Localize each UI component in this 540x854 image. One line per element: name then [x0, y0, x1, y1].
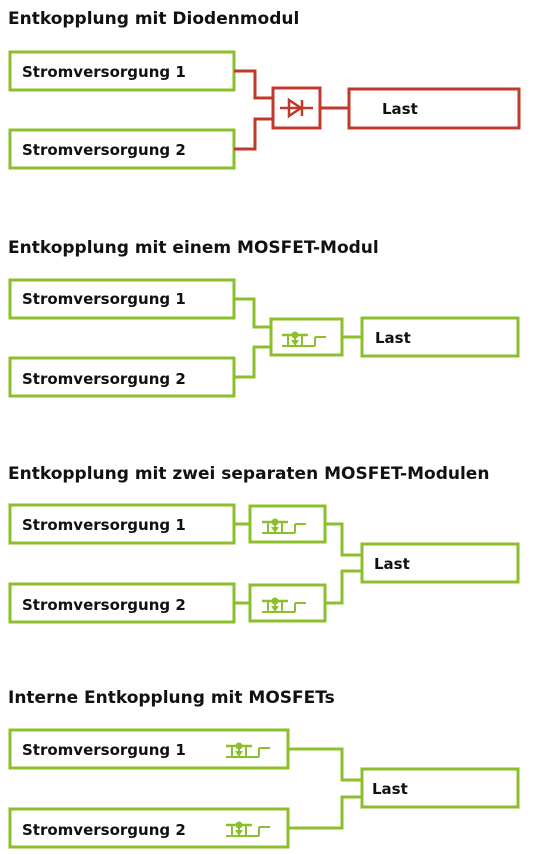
load-box — [360, 316, 520, 358]
mosfet-icon — [224, 741, 272, 759]
power-supply-1-label: Stromversorgung 1 — [22, 516, 186, 534]
mosfet-module-1-box — [248, 504, 327, 544]
connector-lines — [234, 297, 362, 379]
mosfet-module-box — [269, 317, 344, 357]
power-supply-2-label: Stromversorgung 2 — [22, 596, 186, 614]
load-label: Last — [372, 780, 408, 798]
mosfet-module-2-box — [248, 583, 327, 623]
power-supply-2-label: Stromversorgung 2 — [22, 821, 186, 839]
load-label: Last — [382, 100, 418, 118]
section-single-mosfet: Entkopplung mit einem MOSFET-Modul Strom… — [8, 238, 520, 398]
mosfet-icon — [260, 517, 308, 535]
section-two-mosfets: Entkopplung mit zwei separaten MOSFET-Mo… — [8, 464, 520, 624]
mosfet-icon — [224, 820, 272, 838]
section-title: Entkopplung mit Diodenmodul — [8, 9, 299, 29]
connector-lines — [234, 69, 349, 151]
section-title: Entkopplung mit einem MOSFET-Modul — [8, 238, 379, 258]
connector-lines — [288, 747, 362, 830]
section-internal-mosfets: Interne Entkopplung mit MOSFETs Stromver… — [8, 688, 520, 849]
power-supply-1-label: Stromversorgung 1 — [22, 741, 186, 759]
power-supply-1-label: Stromversorgung 1 — [22, 63, 186, 81]
section-title: Interne Entkopplung mit MOSFETs — [8, 688, 335, 708]
load-box — [360, 767, 520, 809]
mosfet-icon — [260, 596, 308, 614]
power-supply-2-label: Stromversorgung 2 — [22, 370, 186, 388]
power-supply-1-label: Stromversorgung 1 — [22, 290, 186, 308]
connector-lines — [234, 522, 362, 605]
load-label: Last — [374, 555, 410, 573]
power-supply-2-label: Stromversorgung 2 — [22, 141, 186, 159]
load-box — [347, 87, 521, 130]
load-label: Last — [375, 329, 411, 347]
diode-icon — [280, 97, 313, 119]
load-box — [360, 542, 520, 584]
diode-module-box — [271, 86, 322, 130]
mosfet-icon — [280, 330, 328, 348]
section-diode: Entkopplung mit Diodenmodul Stromversorg… — [8, 9, 521, 170]
section-title: Entkopplung mit zwei separaten MOSFET-Mo… — [8, 464, 489, 484]
